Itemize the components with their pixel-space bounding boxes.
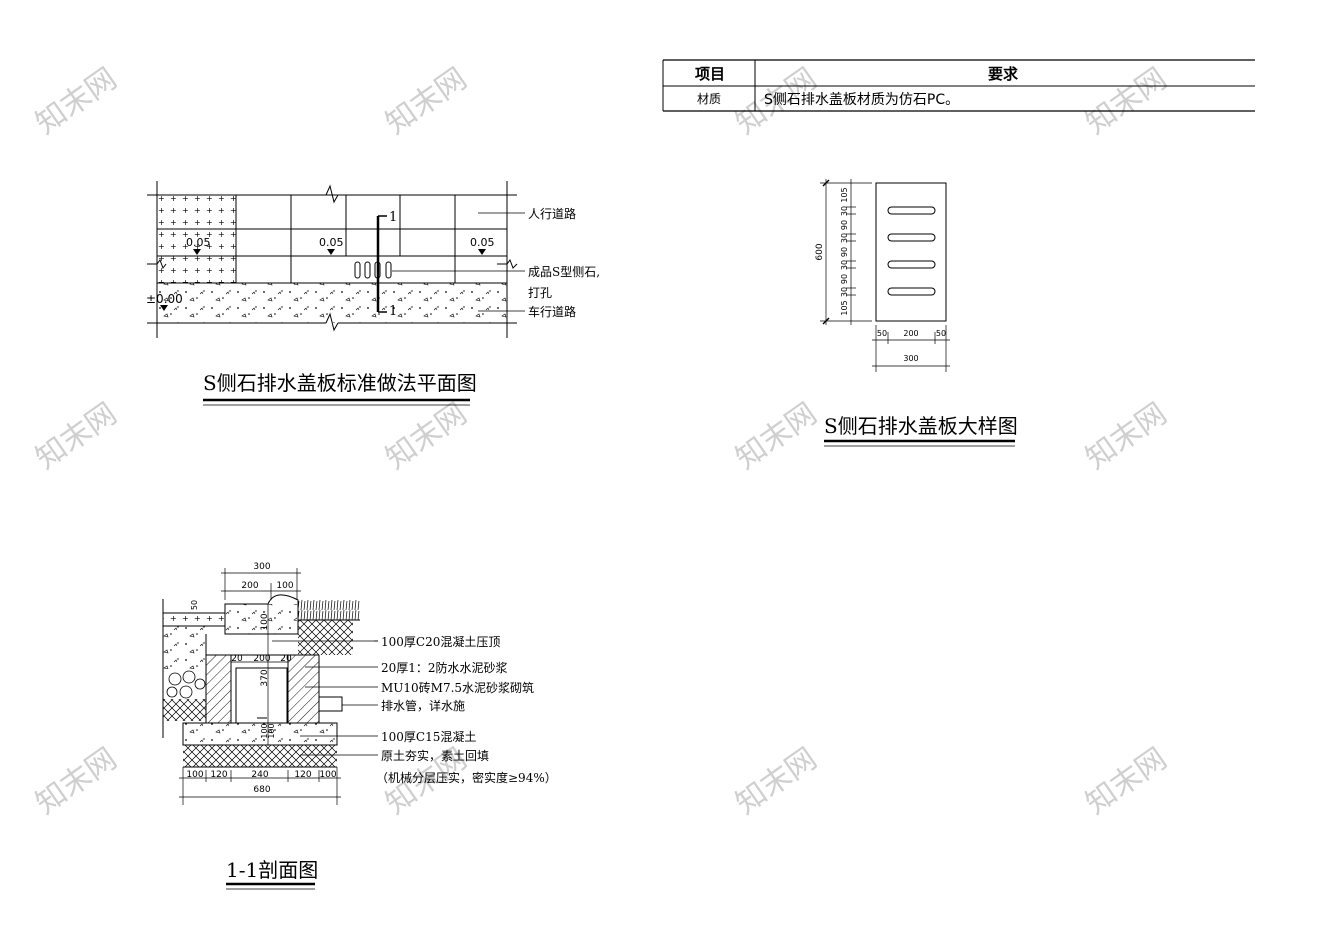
dim-vertical: 370 — [260, 669, 270, 686]
dim-bottom: 120 — [294, 770, 311, 780]
dim-vertical: 30 — [840, 287, 849, 297]
dim-vertical: 50 — [190, 600, 199, 610]
dim-vertical: 100 — [260, 613, 270, 630]
dim-bottom-total: 680 — [253, 785, 270, 795]
callout-compaction: （机械分层压实，密实度≥94%） — [376, 770, 557, 785]
callout-backfill: 原土夯实，素土回填 — [381, 748, 489, 763]
watermark: 知末网 — [30, 61, 124, 141]
watermark: 知末网 — [730, 741, 824, 821]
section-view-title: 1-1剖面图 — [226, 858, 318, 882]
dim-vertical: 90 — [840, 247, 849, 257]
drain-slots — [887, 206, 936, 296]
drain-pipe — [318, 696, 343, 712]
level-label: 0.05 — [186, 236, 211, 249]
dim-horizontal: 50 — [936, 329, 946, 338]
callout-mortar: 20厚1：2防水水泥砂浆 — [381, 660, 508, 675]
table-cell-item: 材质 — [697, 92, 721, 106]
watermark: 知末网 — [1080, 741, 1174, 821]
dim-inner: 20 — [231, 654, 243, 664]
label-roadway: 车行道路 — [528, 304, 576, 319]
section-cut-mark — [376, 215, 387, 313]
level-marker-icon — [478, 249, 486, 255]
level-marker-icon — [327, 249, 335, 255]
dim-horizontal: 200 — [903, 329, 918, 338]
section-view: 300 200 100 20 200 20 50 100 370 100 100… — [162, 562, 557, 890]
detail-view-title: S侧石排水盖板大样图 — [824, 414, 1018, 438]
gravel-fill — [166, 670, 206, 699]
requirements-table: 项目 要求 材质 S侧石排水盖板材质为仿石PC。 — [662, 59, 1255, 112]
dim-vertical: 90 — [840, 220, 849, 230]
table-header-requirement: 要求 — [988, 65, 1019, 83]
watermark: 知末网 — [730, 396, 824, 476]
cover-plate-outline — [875, 182, 947, 322]
dim-top-part: 200 — [241, 581, 258, 591]
level-label: ±0.00 — [146, 292, 183, 306]
plan-view-title: S侧石排水盖板标准做法平面图 — [203, 371, 477, 395]
watermark: 知末网 — [30, 741, 124, 821]
dim-vertical: 105 — [840, 187, 849, 202]
callout-coping: 100厚C20混凝土压顶 — [381, 634, 500, 649]
detail-view: 600 105 30 90 30 90 30 90 30 105 50 200 … — [815, 179, 1018, 447]
dim-vertical: 30 — [840, 233, 849, 243]
label-drill: 打孔 — [528, 286, 552, 300]
callout-masonry: MU10砖M7.5水泥砂浆砌筑 — [381, 680, 534, 695]
dim-bottom: 120 — [210, 770, 227, 780]
table-cell-requirement: S侧石排水盖板材质为仿石PC。 — [764, 92, 959, 108]
level-label: 0.05 — [470, 236, 495, 249]
watermark: 知末网 — [380, 61, 474, 141]
dim-vertical: 100 — [260, 723, 269, 738]
section-mark-top: 1 — [389, 210, 397, 225]
watermark: 知末网 — [1080, 61, 1174, 141]
dim-bottom: 100 — [319, 770, 336, 780]
callout-base-concrete: 100厚C15混凝土 — [381, 729, 476, 744]
label-curb: 成品S型侧石, — [528, 265, 600, 279]
dim-vertical: 100 — [267, 723, 276, 738]
curb-slots — [354, 261, 392, 279]
callout-drain-pipe: 排水管，详水施 — [381, 698, 465, 713]
dim-vertical: 30 — [840, 206, 849, 216]
section-mark-bottom: 1 — [389, 304, 397, 319]
watermark: 知末网 — [380, 396, 474, 476]
dim-top-total: 300 — [253, 562, 270, 572]
dim-vertical: 105 — [840, 300, 849, 315]
plan-view: 1 1 0.05 0.05 0.05 ±0.00 人行道路 成品S型侧石, 打孔… — [146, 181, 600, 406]
level-label: 0.05 — [319, 236, 344, 249]
dim-inner: 20 — [280, 654, 292, 664]
watermark: 知末网 — [30, 396, 124, 476]
drain-channel — [235, 667, 288, 724]
dim-vertical: 90 — [840, 274, 849, 284]
level-marker-icon — [193, 249, 201, 255]
dim-top-part: 100 — [276, 581, 293, 591]
dim-bottom: 240 — [251, 770, 268, 780]
dim-vertical-total: 600 — [815, 243, 825, 260]
dim-horizontal: 50 — [877, 329, 887, 338]
watermark: 知末网 — [1080, 396, 1174, 476]
level-marker-icon — [160, 305, 168, 311]
dim-vertical: 30 — [840, 260, 849, 270]
dim-horizontal-total: 300 — [903, 354, 918, 363]
dim-inner: 200 — [253, 654, 270, 664]
dim-bottom: 100 — [186, 770, 203, 780]
table-header-item: 项目 — [695, 65, 725, 83]
label-sidewalk: 人行道路 — [528, 206, 576, 221]
